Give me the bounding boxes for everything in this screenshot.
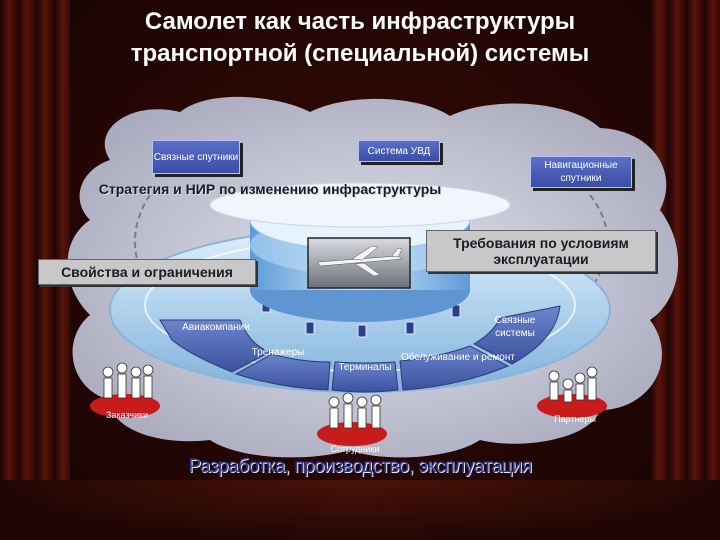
- banner-properties: Свойства и ограничения: [38, 259, 256, 285]
- link-arc-left: [134, 194, 151, 291]
- top-disc: [209, 182, 511, 228]
- label-employees: Сотрудники: [330, 444, 380, 454]
- segment-comm: [472, 305, 561, 365]
- segment-airlines: [159, 319, 272, 373]
- label-maintenance: Обслуживание и ремонт: [401, 352, 515, 363]
- curtain-valance: [0, 480, 720, 540]
- segment-simulators: [234, 353, 331, 391]
- label-airlines: Авиакомпании: [182, 322, 250, 333]
- people-group-employees: [317, 392, 387, 446]
- segment-maintenance: [399, 345, 510, 391]
- segment-terminals: [331, 361, 399, 393]
- title-line-2: транспортной (специальной) системы: [130, 40, 590, 67]
- box-atc-system: Система УВД: [358, 140, 440, 162]
- label-terminals: Терминалы: [338, 362, 392, 373]
- footer-caption: Разработка, производство, эксплуатация: [188, 456, 532, 477]
- label-comm-systems: Связные системы: [494, 315, 536, 339]
- banner-strategy: Стратегия и НИР по изменению инфраструкт…: [98, 181, 442, 197]
- title-line-1: Самолет как часть инфраструктуры: [144, 8, 576, 35]
- label-simulators: Тренажеры: [251, 347, 305, 358]
- label-partners: Партнеры: [554, 414, 596, 424]
- box-comm-satellites: Связные спутники: [152, 140, 240, 174]
- label-customers: Заказчики: [106, 410, 148, 420]
- slide-title: Самолет как часть инфраструктуры транспо…: [60, 6, 660, 70]
- banner-requirements: Требования по условиям эксплуатации: [426, 230, 656, 272]
- people-group-partners: [537, 366, 607, 418]
- people-group-customers: [90, 362, 160, 418]
- airplane-icon: [317, 245, 403, 277]
- box-nav-satellites: Навигационные спутники: [530, 156, 632, 188]
